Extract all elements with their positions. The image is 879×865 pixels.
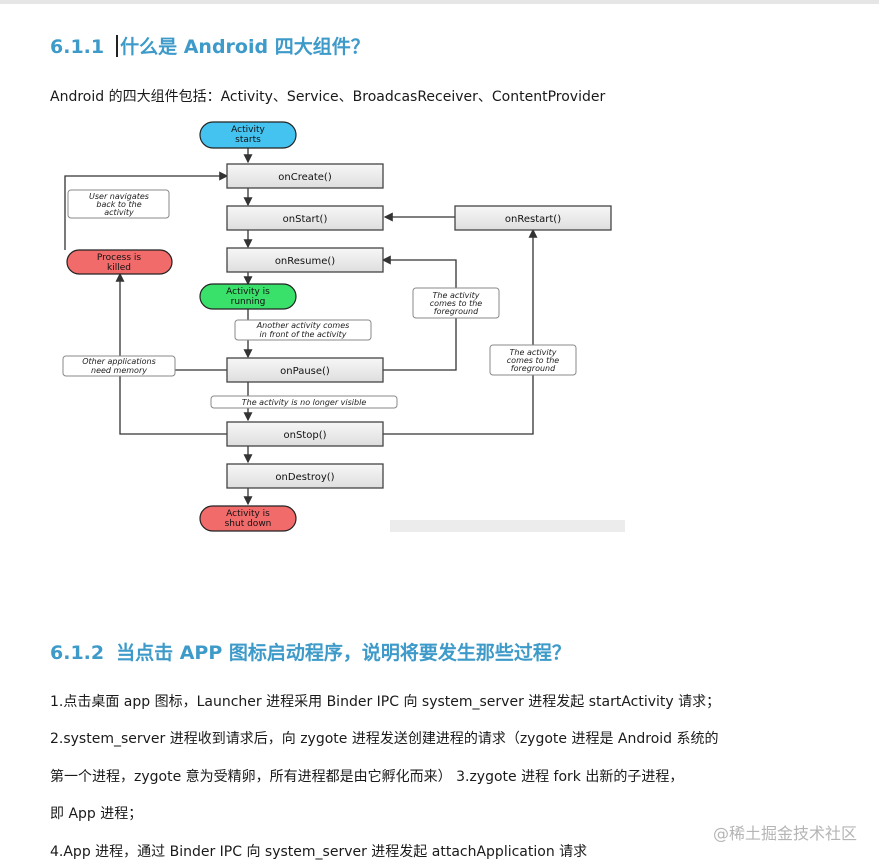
oval-activity-starts: Activity starts <box>199 121 297 149</box>
box-onstop: onStop() <box>226 421 384 447</box>
note-line: foreground <box>511 364 556 373</box>
oval-label-line: Activity <box>231 125 265 135</box>
note-comes-to-foreground-1: The activity comes to the foreground <box>412 287 500 319</box>
box-label: onRestart() <box>505 214 561 225</box>
note-line: The activity <box>510 348 557 357</box>
note-line: activity <box>104 208 134 217</box>
oval-label-line: Activity is <box>226 287 270 297</box>
note-line: in front of the activity <box>260 330 347 339</box>
box-ondestroy: onDestroy() <box>226 463 384 489</box>
note-line: The activity is no longer visible <box>242 398 367 407</box>
box-label: onStart() <box>283 214 328 225</box>
box-oncreate: onCreate() <box>226 163 384 189</box>
note-line: back to the <box>96 200 141 209</box>
oval-label-line: Activity is <box>226 509 270 519</box>
body-line: 4.App 进程，通过 Binder IPC 向 system_server 进… <box>50 844 588 860</box>
intro-paragraph: Android 的四大组件包括：Activity、Service、Broadca… <box>50 89 606 105</box>
box-label: onStop() <box>284 430 327 441</box>
note-line: comes to the <box>430 299 483 308</box>
site-watermark: @稀土掘金技术社区 <box>712 824 857 843</box>
blurred-watermark-smudge <box>390 520 625 532</box>
oval-activity-shut-down: Activity is shut down <box>199 505 297 532</box>
oval-activity-running: Activity is running <box>199 283 297 310</box>
note-another-activity: Another activity comes in front of the a… <box>234 319 372 341</box>
text-cursor <box>116 35 119 57</box>
note-line: The activity <box>433 291 480 300</box>
box-label: onPause() <box>280 366 330 377</box>
box-onpause: onPause() <box>226 357 384 383</box>
note-other-applications: Other applications need memory <box>62 355 176 377</box>
oval-label-line: Process is <box>97 253 142 263</box>
box-onresume: onResume() <box>226 247 384 273</box>
oval-label-line: shut down <box>225 519 272 529</box>
body-line: 1.点击桌面 app 图标，Launcher 进程采用 Binder IPC 向… <box>50 694 721 710</box>
note-user-navigates-back: User navigates back to the activity <box>67 189 170 219</box>
box-label: onDestroy() <box>275 472 334 483</box>
oval-label-line: starts <box>235 135 261 145</box>
note-line: need memory <box>91 366 147 375</box>
note-line: Other applications <box>82 357 156 366</box>
section-title: 什么是 Android 四大组件？ <box>120 36 370 58</box>
note-line: foreground <box>434 307 479 316</box>
note-no-longer-visible: The activity is no longer visible <box>210 395 398 409</box>
box-label: onResume() <box>275 256 335 267</box>
body-line: 第一个进程，zygote 意为受精卵，所有进程都是由它孵化而来） 3.zygot… <box>50 769 684 785</box>
body-line: 2.system_server 进程收到请求后，向 zygote 进程发送创建进… <box>50 731 719 747</box>
body-line: 即 App 进程； <box>50 806 143 822</box>
box-onstart: onStart() <box>226 205 384 231</box>
section-heading-6-1-1: 6.1.1 什么是 Android 四大组件？ <box>50 32 370 59</box>
oval-process-killed: Process is killed <box>66 249 173 275</box>
note-line: User navigates <box>89 192 149 201</box>
section-title: 当点击 APP 图标启动程序，说明将要发生那些过程？ <box>116 642 571 664</box>
section-number: 6.1.2 <box>50 642 105 664</box>
note-line: Another activity comes <box>256 321 350 330</box>
section-heading-6-1-2: 6.1.2 当点击 APP 图标启动程序，说明将要发生那些过程？ <box>50 638 571 665</box>
oval-label-line: killed <box>107 263 131 273</box>
note-comes-to-foreground-2: The activity comes to the foreground <box>489 344 577 376</box>
top-border <box>0 0 879 4</box>
box-onrestart: onRestart() <box>454 205 612 231</box>
box-label: onCreate() <box>278 172 332 183</box>
section-number: 6.1.1 <box>50 36 105 58</box>
activity-lifecycle-diagram: Activity starts Activity is running Acti… <box>62 121 625 532</box>
oval-label-line: running <box>231 297 266 307</box>
note-line: comes to the <box>507 356 560 365</box>
